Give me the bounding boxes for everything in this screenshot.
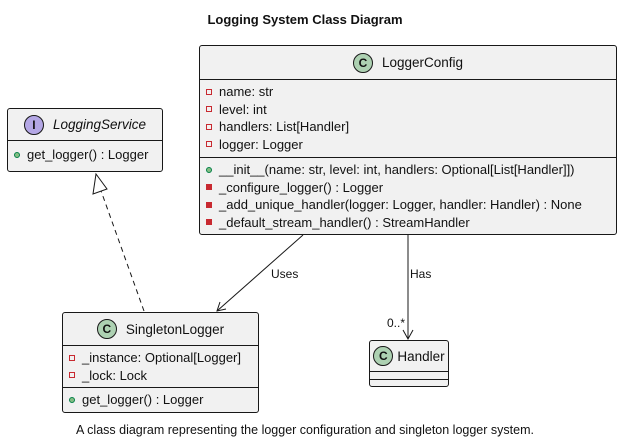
interface-stereotype-icon: I [23, 114, 44, 135]
method-item: _configure_logger() : Logger [206, 179, 616, 197]
has-label: Has [410, 267, 431, 281]
realization-arrowhead [92, 172, 108, 195]
public-method-icon [14, 151, 20, 158]
class-header: C SingletonLogger [63, 313, 258, 346]
method-item: __init__(name: str, level: int, handlers… [206, 161, 616, 179]
public-method-icon [206, 166, 212, 173]
field-text: name: str [219, 84, 274, 100]
private-field-icon [206, 88, 212, 95]
method-text: _configure_logger() : Logger [219, 179, 384, 195]
methods-section [370, 380, 448, 387]
methods-section: get_logger() : Logger [63, 388, 258, 412]
class-name: SingletonLogger [125, 321, 225, 337]
field-item: handlers: List[Handler] [206, 118, 616, 136]
class-name: Handler [397, 348, 445, 364]
fields-section [370, 372, 448, 380]
method-text: _add_unique_handler(logger: Logger, hand… [219, 197, 582, 213]
field-text: logger: Logger [219, 136, 303, 152]
method-item: get_logger() : Logger [69, 391, 258, 409]
methods-section: get_logger() : Logger [8, 141, 162, 167]
field-text: _instance: Optional[Logger] [82, 350, 241, 366]
class-logging-service[interactable]: I LoggingService get_logger() : Logger [7, 108, 163, 172]
class-handler[interactable]: C Handler [369, 340, 449, 387]
has-multiplicity: 0..* [387, 316, 405, 330]
field-text: handlers: List[Handler] [219, 119, 350, 135]
realization-line [99, 187, 145, 312]
class-stereotype-icon: C [96, 319, 117, 339]
method-item: _default_stream_handler() : StreamHandle… [206, 214, 616, 232]
private-method-icon [206, 201, 212, 208]
method-text: _default_stream_handler() : StreamHandle… [219, 214, 470, 230]
diagram-caption: A class diagram representing the logger … [76, 423, 534, 437]
diagram-title: Logging System Class Diagram [207, 12, 403, 27]
private-method-icon [206, 184, 212, 191]
uses-line [216, 234, 304, 312]
class-header: C Handler [370, 341, 448, 372]
class-stereotype-icon: C [352, 52, 373, 73]
fields-section: name: str level: int handlers: List[Hand… [200, 80, 616, 158]
method-item: _add_unique_handler(logger: Logger, hand… [206, 196, 616, 214]
class-name: LoggingService [52, 117, 147, 132]
field-item: level: int [206, 101, 616, 119]
methods-section: __init__(name: str, level: int, handlers… [200, 158, 616, 234]
private-field-icon [206, 123, 212, 130]
fields-section: _instance: Optional[Logger] _lock: Lock [63, 346, 258, 388]
class-header: C LoggerConfig [200, 46, 616, 80]
has-arrowhead [402, 329, 414, 341]
private-field-icon [69, 372, 75, 379]
public-method-icon [69, 396, 75, 403]
private-field-icon [69, 354, 75, 361]
field-item: logger: Logger [206, 136, 616, 154]
class-header: I LoggingService [8, 109, 162, 141]
method-text: get_logger() : Logger [82, 392, 204, 408]
field-text: level: int [219, 101, 267, 117]
field-item: _instance: Optional[Logger] [69, 349, 258, 367]
field-item: _lock: Lock [69, 367, 258, 385]
method-text: __init__(name: str, level: int, handlers… [219, 162, 575, 178]
method-item: get_logger() : Logger [14, 146, 162, 164]
field-text: _lock: Lock [82, 367, 148, 383]
uses-arrowhead [216, 301, 227, 312]
field-item: name: str [206, 83, 616, 101]
class-logger-config[interactable]: C LoggerConfig name: str level: int hand… [199, 45, 617, 235]
private-field-icon [206, 106, 212, 113]
uses-label: Uses [271, 267, 298, 281]
class-name: LoggerConfig [381, 55, 464, 70]
class-singleton-logger[interactable]: C SingletonLogger _instance: Optional[Lo… [62, 312, 259, 413]
method-text: get_logger() : Logger [27, 147, 149, 163]
class-stereotype-icon: C [373, 346, 394, 366]
private-field-icon [206, 141, 212, 148]
private-method-icon [206, 219, 212, 226]
